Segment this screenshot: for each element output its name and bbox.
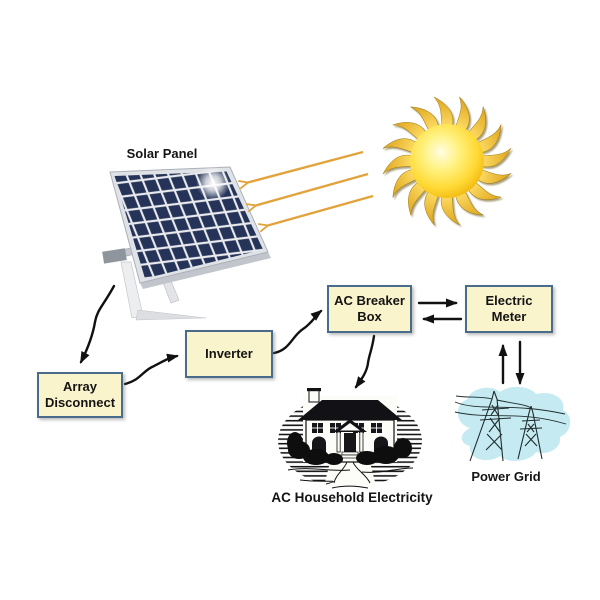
panel-glare xyxy=(196,166,230,200)
sunlight-arrow-3 xyxy=(266,194,374,226)
arrow-breaker-to-house xyxy=(354,334,376,389)
node-ac-breaker-box: AC Breaker Box xyxy=(327,285,412,333)
solar-panel-graphic xyxy=(102,166,271,321)
grid-cloud xyxy=(457,386,571,461)
panel-cells xyxy=(114,171,263,279)
arrow-panel-to-array-disconnect xyxy=(79,284,116,364)
power-grid-graphic xyxy=(454,386,571,462)
ac-household-label: AC Household Electricity xyxy=(271,490,433,505)
house-roof xyxy=(298,400,402,420)
node-electric-meter: Electric Meter xyxy=(465,285,553,333)
sunlight-arrow-2 xyxy=(254,172,369,206)
sunlight-arrow-1 xyxy=(246,150,364,183)
arrow-array-disconnect-to-inverter xyxy=(123,353,179,386)
house-bushes xyxy=(287,432,412,465)
arrow-inverter-to-breaker xyxy=(272,309,323,355)
sun-icon xyxy=(382,96,512,226)
solar-panel-label: Solar Panel xyxy=(126,146,198,161)
house-ground-strokes xyxy=(287,461,414,489)
flow-arrows xyxy=(79,284,525,389)
house-door xyxy=(344,433,356,452)
node-inverter: Inverter xyxy=(185,330,273,378)
power-grid-label: Power Grid xyxy=(471,469,541,484)
house-graphic xyxy=(278,388,422,489)
sun-disc xyxy=(410,124,484,198)
sunlight-arrows xyxy=(246,150,374,226)
node-array-disconnect: Array Disconnect xyxy=(37,372,123,418)
transmission-towers xyxy=(454,390,567,462)
